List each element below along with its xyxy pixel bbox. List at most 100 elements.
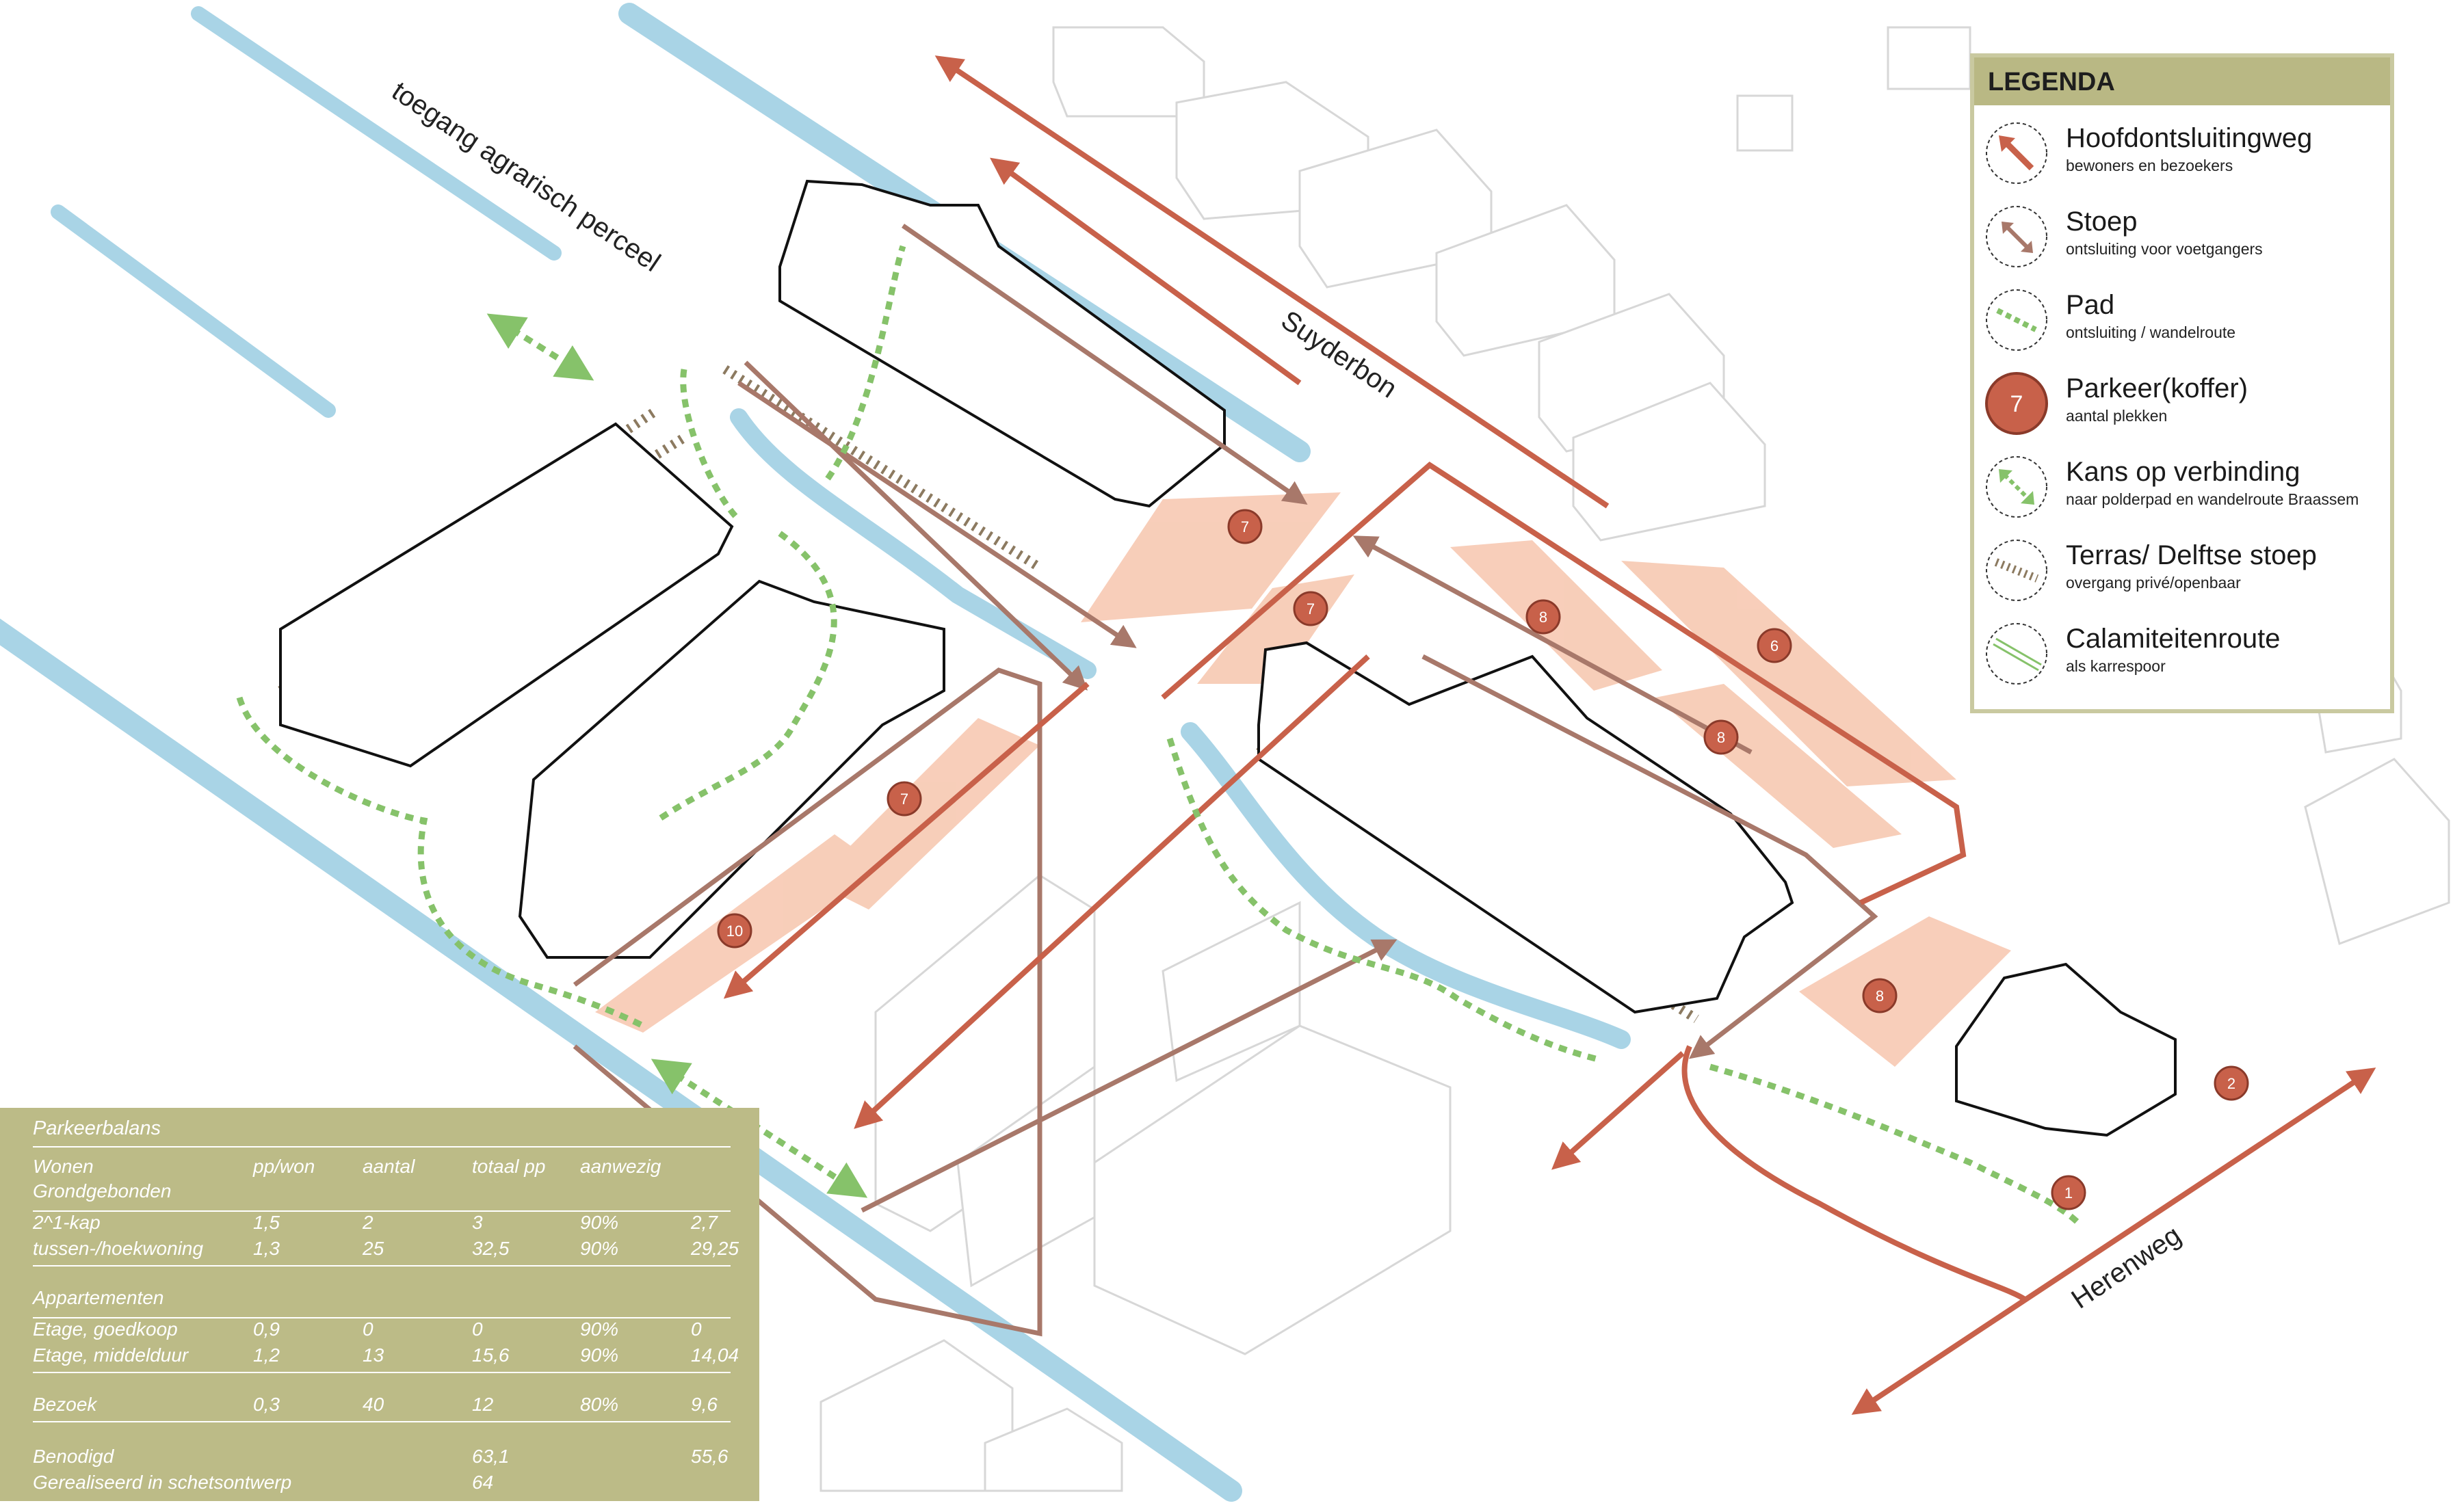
- table-cell: 0,9: [253, 1318, 280, 1340]
- table-cell: Appartementen: [33, 1287, 164, 1308]
- pond-2: [1181, 722, 1631, 1049]
- building-corner-house: [1955, 962, 2177, 1137]
- ditch-2: [51, 204, 336, 418]
- parking-markers: 7 7 10 7 8 6 8 8 2 1: [717, 509, 2249, 1210]
- table-cell: 64: [472, 1472, 494, 1493]
- table-row: Benodigd 63,1 55,6: [33, 1446, 737, 1470]
- sidewalks: [573, 224, 1878, 1337]
- connection-arrow-icon: [1986, 456, 2047, 518]
- divider: [33, 1265, 731, 1266]
- table-cell: 0,3: [253, 1394, 280, 1415]
- table-cell: 12: [472, 1394, 494, 1415]
- legend-panel: LEGENDA Hoofdontsluitingweg bewoners en …: [1970, 53, 2394, 713]
- parking-marker: 6: [1757, 628, 1792, 663]
- table-row: Bezoek 0,3 40 12 80% 9,6: [33, 1394, 737, 1418]
- divider: [33, 1372, 731, 1373]
- parking-marker: 8: [1525, 599, 1561, 635]
- parking-marker: 7: [887, 781, 922, 817]
- table-cell: Etage, middelduur: [33, 1344, 189, 1366]
- parking-circle-count: 7: [2010, 391, 2023, 417]
- road-suyderbon: [934, 55, 1610, 509]
- table-cell: Gerealiseerd in schetsontwerp: [33, 1472, 292, 1493]
- legend-item-title: Parkeer(koffer): [2066, 373, 2248, 403]
- parking-marker-count: 6: [1770, 637, 1779, 654]
- table-row: Grondgebonden: [33, 1180, 737, 1205]
- table-cell: Etage, goedkoop: [33, 1318, 178, 1340]
- divider: [33, 1317, 731, 1318]
- legend-item-connection: Kans op verbinding naar polderpad en wan…: [1974, 447, 2390, 528]
- table-cell: 40: [363, 1394, 384, 1415]
- parking-field-1: [1081, 492, 1341, 622]
- legend-item-main-road: Hoofdontsluitingweg bewoners en bezoeker…: [1974, 114, 2390, 194]
- legend-item-subtitle: aantal plekken: [2066, 407, 2168, 425]
- path-dashed-icon: [1986, 289, 2047, 351]
- building-middle-row: [518, 579, 945, 959]
- header-cell: aantal: [363, 1156, 415, 1177]
- table-row: Etage, goedkoop 0,9 0 0 90% 0: [33, 1318, 737, 1343]
- header-cell: aanwezig: [580, 1156, 661, 1177]
- canals: [0, 3, 1631, 1502]
- legend-item-subtitle: ontsluiting / wandelroute: [2066, 323, 2236, 341]
- table-cell: 90%: [580, 1344, 619, 1366]
- table-row: Etage, middelduur 1,2 13 15,6 90% 14,04: [33, 1344, 739, 1369]
- table-row: 2^1-kap 1,5 2 3 90% 2,7: [33, 1212, 737, 1236]
- header-cell: Wonen: [33, 1156, 94, 1177]
- parking-marker: 7: [1227, 509, 1263, 544]
- pond-1: [730, 408, 1097, 679]
- legend-item-subtitle: bewoners en bezoekers: [2066, 157, 2233, 174]
- table-cell: 1,2: [253, 1344, 280, 1366]
- table-cell: 9,6: [691, 1394, 718, 1415]
- parking-balance-header: Wonen pp/won aantal totaal pp aanwezig: [33, 1156, 737, 1180]
- sidewalk-arrow-icon: [1986, 206, 2047, 267]
- legend-item-emergency: Calamiteitenroute als karrespoor: [1974, 614, 2390, 695]
- parking-marker-count: 8: [1876, 987, 1884, 1005]
- legend-item-sidewalk: Stoep ontsluiting voor voetgangers: [1974, 197, 2390, 278]
- table-cell: 90%: [580, 1318, 619, 1340]
- parking-marker: 1: [2051, 1175, 2086, 1210]
- parking-marker: 2: [2214, 1065, 2249, 1101]
- parking-marker: 8: [1703, 719, 1739, 755]
- table-cell: 90%: [580, 1238, 619, 1259]
- legend-item-title: Kans op verbinding: [2066, 457, 2300, 487]
- header-cell: totaal pp: [472, 1156, 546, 1177]
- terrace-stripes-icon: [1986, 540, 2047, 601]
- legend-item-subtitle: ontsluiting voor voetgangers: [2066, 240, 2263, 258]
- table-cell: Bezoek: [33, 1394, 97, 1415]
- parking-circle-icon: 7: [1985, 372, 2048, 435]
- legend-item-subtitle: naar polderpad en wandelroute Braassem: [2066, 490, 2359, 508]
- building-west-block: [279, 422, 734, 768]
- parking-marker-count: 7: [900, 791, 908, 808]
- new-buildings: [279, 179, 2177, 1137]
- green-paths: [236, 245, 2082, 1227]
- header-cell: pp/won: [253, 1156, 315, 1177]
- divider: [33, 1421, 731, 1422]
- parking-marker-count: 1: [2064, 1184, 2073, 1202]
- parking-marker-count: 8: [1539, 609, 1547, 626]
- table-row: Appartementen: [33, 1287, 737, 1312]
- table-cell: 14,04: [691, 1344, 739, 1366]
- legend-item-subtitle: als karrespoor: [2066, 657, 2166, 675]
- table-cell: 29,25: [691, 1238, 739, 1259]
- parking-marker: 10: [717, 913, 752, 949]
- table-cell: 0: [363, 1318, 373, 1340]
- table-cell: 3: [472, 1212, 483, 1233]
- parking-marker-count: 7: [1241, 518, 1249, 535]
- table-cell: 2^1-kap: [33, 1212, 101, 1233]
- table-cell: 80%: [580, 1394, 619, 1415]
- parking-marker-count: 2: [2227, 1075, 2235, 1092]
- table-cell: 90%: [580, 1212, 619, 1233]
- legend-item-title: Terras/ Delftse stoep: [2066, 540, 2317, 570]
- divider: [33, 1210, 731, 1212]
- table-cell: 2: [363, 1212, 373, 1233]
- legend-item-title: Stoep: [2066, 207, 2138, 237]
- parking-marker: 8: [1862, 978, 1898, 1013]
- legend-item-title: Pad: [2066, 290, 2115, 320]
- building-east-row: [1257, 641, 1794, 1014]
- building-north-row: [778, 179, 1226, 508]
- table-cell: 13: [363, 1344, 384, 1366]
- table-cell: 1,3: [253, 1238, 280, 1259]
- table-cell: 32,5: [472, 1238, 510, 1259]
- parking-marker-count: 8: [1717, 729, 1725, 746]
- table-cell: 0: [472, 1318, 483, 1340]
